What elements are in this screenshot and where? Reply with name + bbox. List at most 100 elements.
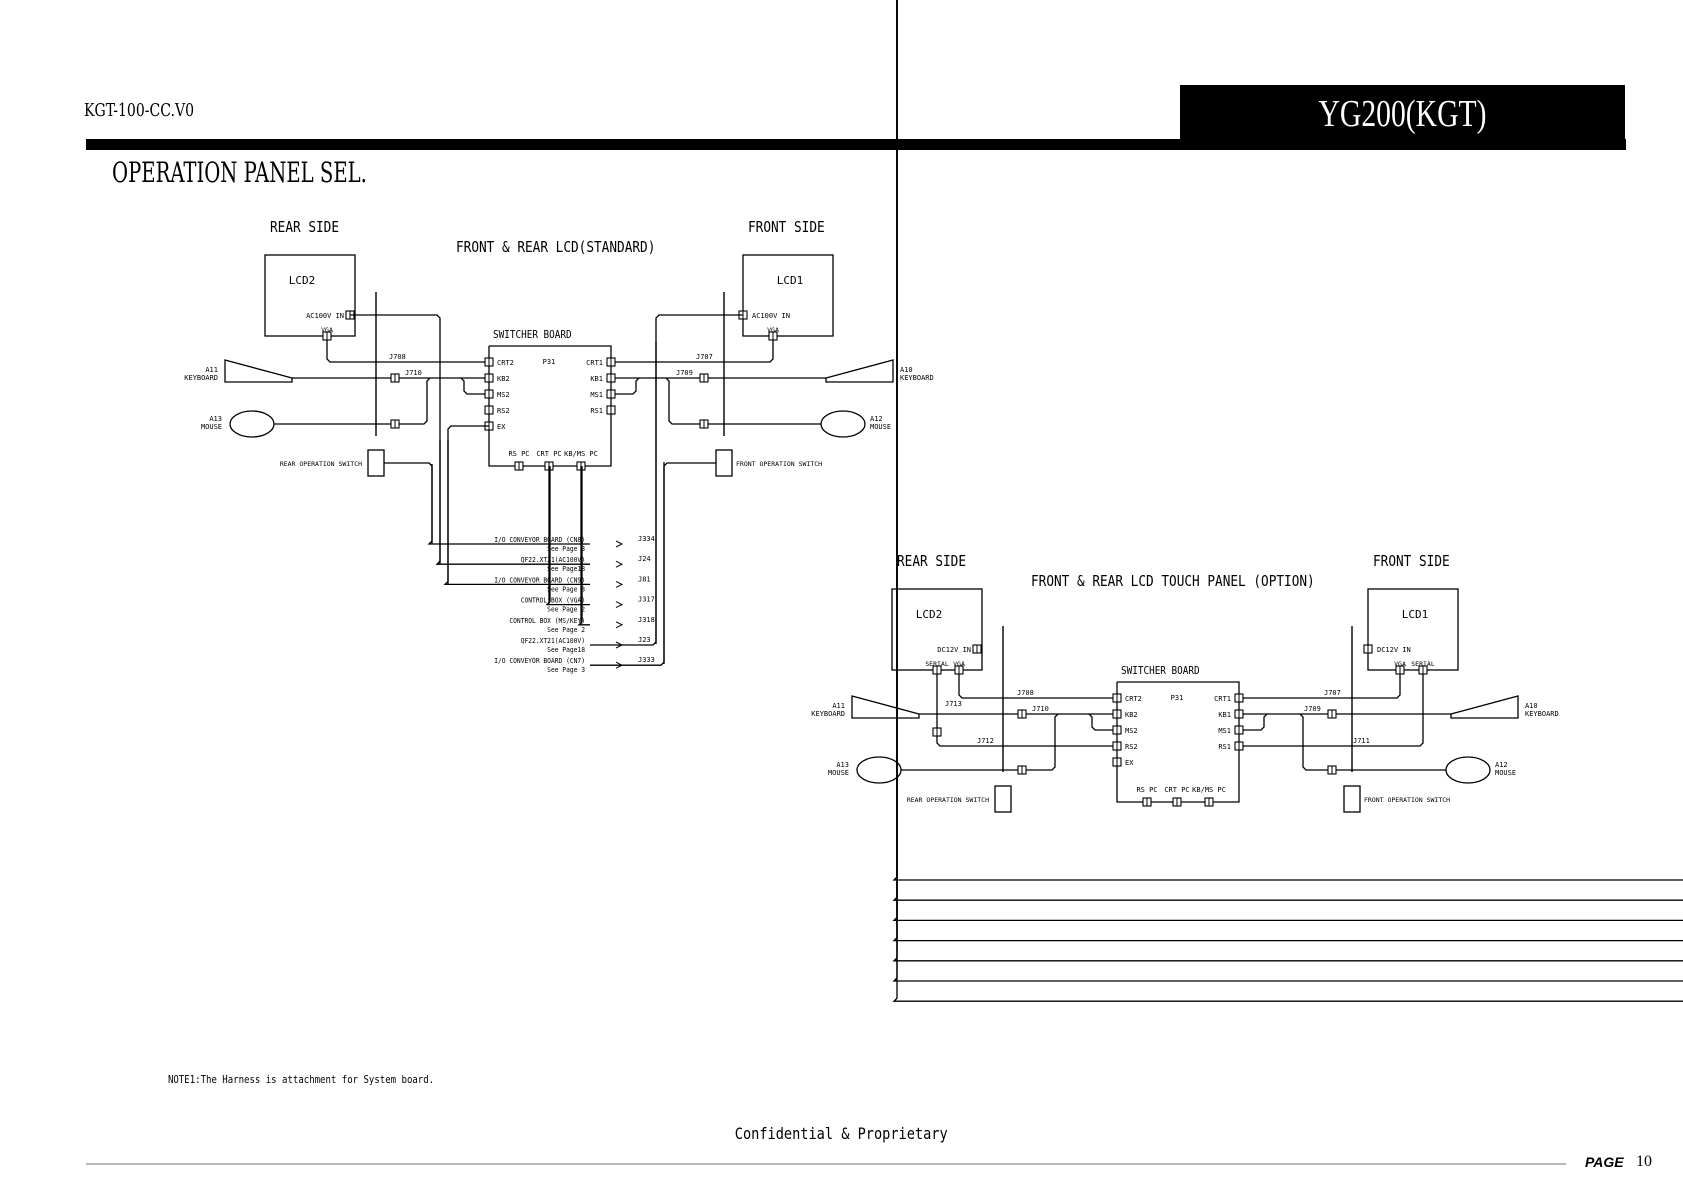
lcd-rear-power-label: AC100V IN <box>306 312 344 320</box>
switcher-port-label: CRT2 <box>497 359 514 367</box>
rear-switch-label: REAR OPERATION SWITCH <box>907 796 989 804</box>
diagram-title: FRONT & REAR LCD TOUCH PANEL (OPTION) <box>1031 573 1315 590</box>
front-crt-wire <box>1243 674 1401 699</box>
confidential-notice: Confidential & Proprietary <box>0 1124 1683 1143</box>
lcd-front-vga-label: VGA <box>1394 660 1406 668</box>
keyboard-icon <box>825 359 894 383</box>
switcher-part-label: P31 <box>1171 694 1184 702</box>
switcher-board-title: SWITCHER BOARD <box>493 329 572 341</box>
rear-mouse-id: A13 <box>836 761 849 769</box>
lcd-rear-box <box>891 588 983 671</box>
mouse-icon <box>856 756 902 784</box>
connector-j710-label: J710 <box>405 369 422 377</box>
model-banner <box>1180 85 1625 150</box>
switcher-bottom-port-label: RS PC <box>508 450 529 458</box>
wire-connector-label: J23 <box>638 636 651 644</box>
front-serial-wire <box>1243 674 1424 747</box>
rear-ms2-wire <box>1088 713 1113 731</box>
lcd-front-power-label: AC100V IN <box>752 312 790 320</box>
wire-arrow-icon <box>615 540 624 548</box>
rear-mouse-wire <box>274 377 431 425</box>
connector-j708-label: J708 <box>389 353 406 361</box>
switcher-bottom-port-label: RS PC <box>1136 786 1157 794</box>
front-side-heading: FRONT SIDE <box>1373 553 1450 570</box>
connector-j713-label: J713 <box>945 700 962 708</box>
lcd-rear-vga-label: VGA <box>953 660 965 668</box>
front-mouse-id: A12 <box>870 415 883 423</box>
connector-j712-label: J712 <box>977 737 994 745</box>
front-switch-label: FRONT OPERATION SWITCH <box>1364 796 1450 804</box>
rear-ms2-wire <box>460 377 485 395</box>
lcd-front-serial-label: SERIAL <box>1411 660 1435 668</box>
lcd-rear-power-label: DC12V IN <box>937 646 971 654</box>
lcd-rear-box <box>264 254 356 337</box>
wire-ref-label: See Page 2 <box>547 625 585 633</box>
wire-arrow-icon <box>615 621 624 629</box>
front-mouse-label: MOUSE <box>1495 769 1516 777</box>
front-ms1-wire <box>1243 713 1268 731</box>
lcd-rear-label: LCD2 <box>916 608 943 621</box>
wire-arrow-icon <box>615 580 624 588</box>
operation-switch-icon <box>994 785 1012 813</box>
front-side-heading: FRONT SIDE <box>748 219 825 236</box>
wire-source-label: I/O CONVEYOR BOARD (CN9) <box>494 576 585 584</box>
keyboard-icon <box>851 695 920 719</box>
switcher-port-label: MS2 <box>497 391 510 399</box>
model-title: YG200(KGT) <box>1318 93 1487 135</box>
lcd-rear-label: LCD2 <box>289 274 316 287</box>
lcd-front-box <box>1367 588 1459 671</box>
switcher-port-label: MS2 <box>1125 727 1138 735</box>
wire-connector-label: J24 <box>638 555 651 563</box>
document-id: KGT-100-CC.V0 <box>84 100 195 121</box>
page-title: OPERATION PANEL SEL. <box>112 156 367 189</box>
wire-ref-label: See Page18 <box>547 646 585 654</box>
harness-wire <box>892 0 1683 982</box>
mouse-icon <box>820 410 866 438</box>
diagram-title: FRONT & REAR LCD(STANDARD) <box>456 239 655 256</box>
wire-ref-label: See Page18 <box>547 565 585 573</box>
front-mouse-wire <box>1299 713 1446 771</box>
wire-source-label: CONTROL BOX (MS/KEY) <box>509 616 585 624</box>
lcd-front-label: LCD1 <box>777 274 804 287</box>
rear-keyboard-label: KEYBOARD <box>184 374 218 382</box>
harness-wire <box>892 0 1683 1002</box>
front-keyboard-label: KEYBOARD <box>900 374 934 382</box>
rear-mouse-wire <box>901 713 1059 771</box>
harness-wire-route <box>447 425 489 584</box>
harness-wire <box>427 464 590 545</box>
keyboard-icon <box>1450 695 1519 719</box>
connector-j710-label: J710 <box>1032 705 1049 713</box>
switcher-port-label: CRT1 <box>1214 695 1231 703</box>
harness-wire <box>590 462 665 666</box>
switcher-port-label: CRT2 <box>1125 695 1142 703</box>
switcher-port-label: MS1 <box>1218 727 1231 735</box>
switcher-port-label: KB1 <box>1218 711 1231 719</box>
switcher-port-label: MS1 <box>590 391 603 399</box>
wire-ref-label: See Page 3 <box>547 585 585 593</box>
lcd-front-power-label: DC12V IN <box>1377 646 1411 654</box>
rear-crt-wire <box>958 674 1113 699</box>
wire-connector-label: J334 <box>638 535 655 543</box>
front-mouse-wire <box>665 377 821 425</box>
operation-switch-icon <box>715 449 733 477</box>
switcher-port-label: EX <box>497 423 506 431</box>
harness-wire <box>892 0 1683 962</box>
rear-switch-label: REAR OPERATION SWITCH <box>280 460 362 468</box>
lcd-front-label: LCD1 <box>1402 608 1429 621</box>
connector-j709-label: J709 <box>676 369 693 377</box>
harness-wire <box>892 0 1683 881</box>
front-mouse-label: MOUSE <box>870 423 891 431</box>
switcher-port-label: RS1 <box>590 407 603 415</box>
rear-keyboard-label: KEYBOARD <box>811 710 845 718</box>
switcher-port-label: KB1 <box>590 375 603 383</box>
wire-source-label: QF22.XT21(AC100V) <box>521 556 585 564</box>
harness-wire-route <box>655 314 743 644</box>
keyboard-icon <box>224 359 293 383</box>
mouse-icon <box>1445 756 1491 784</box>
connector-j708-label: J708 <box>1017 689 1034 697</box>
front-keyboard-id: A10 <box>1525 702 1538 710</box>
rear-serial-wire <box>936 674 1113 747</box>
header-rule <box>86 139 1626 150</box>
